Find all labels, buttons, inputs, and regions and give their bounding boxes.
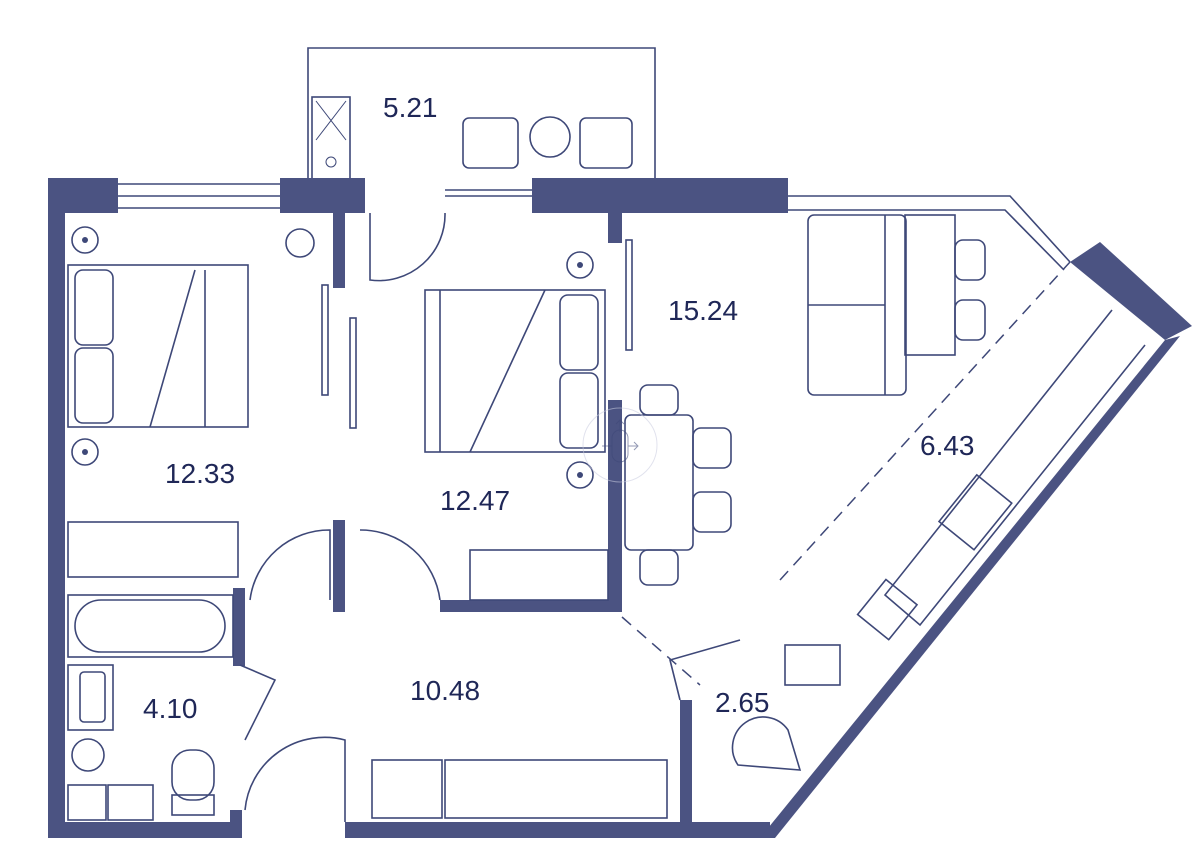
area-label-kitchen: 6.43 <box>920 430 975 461</box>
area-label-toilet: 2.65 <box>715 687 770 718</box>
windows <box>118 183 1071 271</box>
walls <box>48 178 1192 838</box>
doors <box>239 212 741 822</box>
area-label-bathroom: 4.10 <box>143 693 198 724</box>
bathroom-fixtures <box>67 594 234 821</box>
area-label-hallway: 10.48 <box>410 675 480 706</box>
balcony <box>307 47 656 197</box>
bedroom-left-furniture <box>67 226 315 578</box>
area-label-living-room: 15.24 <box>668 295 738 326</box>
move-cursor-icon[interactable] <box>582 407 658 483</box>
living-furniture <box>624 214 1146 641</box>
area-label-balcony: 5.21 <box>383 92 438 123</box>
bedroom-middle-furniture <box>424 251 609 601</box>
area-label-bedroom-middle: 12.47 <box>440 485 510 516</box>
toilet-fixtures <box>731 644 841 771</box>
zone-divider-kitchen <box>779 261 1071 581</box>
area-label-bedroom-left: 12.33 <box>165 458 235 489</box>
zone-divider-hallway <box>621 616 701 686</box>
hallway-furniture <box>371 759 668 819</box>
